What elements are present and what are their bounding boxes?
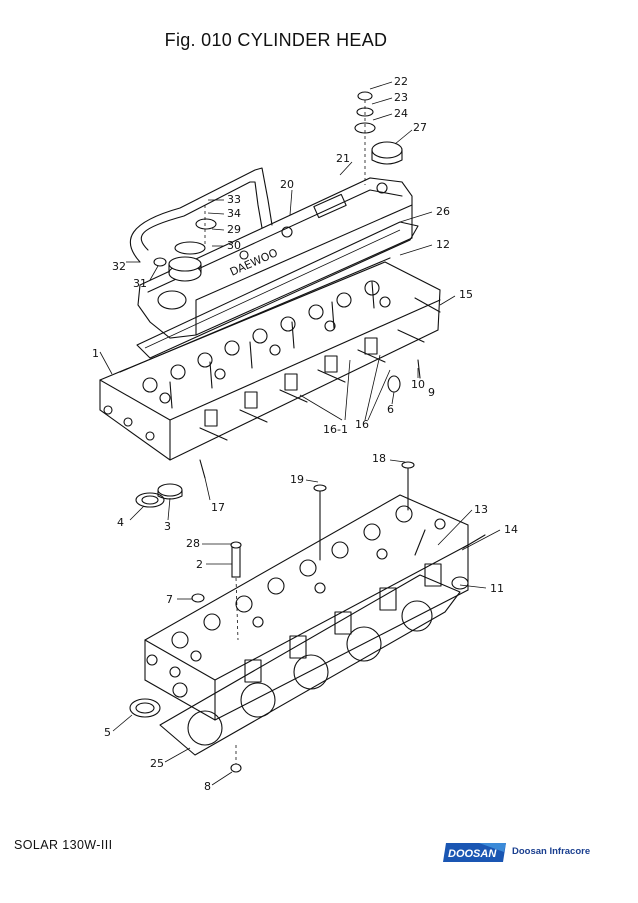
callout-numbers: 22 23 24 27 21 20 33 34 29 30 26 12 32 3… <box>92 75 518 793</box>
callout-6: 6 <box>387 403 394 416</box>
page-title: Fig. 010 CYLINDER HEAD <box>164 30 388 50</box>
cylinder-head-upper <box>99 257 441 508</box>
callout-13: 13 <box>474 503 488 516</box>
callout-27: 27 <box>413 121 427 134</box>
company-name: Doosan Infracore <box>512 846 591 857</box>
injector-studs <box>169 281 375 409</box>
callout-29: 29 <box>227 223 241 236</box>
logo-text: DOOSAN <box>448 848 497 860</box>
callout-30: 30 <box>227 239 241 252</box>
callout-31: 31 <box>133 277 147 290</box>
callout-24: 24 <box>394 107 408 120</box>
callout-4: 4 <box>117 516 124 529</box>
callout-26: 26 <box>436 205 450 218</box>
callout-16-1: 16-1 <box>323 423 348 436</box>
callout-9: 9 <box>428 386 435 399</box>
cylinder-head-gasket <box>159 574 461 773</box>
footer-model-name: SOLAR 130W-III <box>14 838 113 852</box>
callout-20: 20 <box>280 178 294 191</box>
callout-22: 22 <box>394 75 408 88</box>
callout-18: 18 <box>372 452 386 465</box>
rocker-cover-gasket <box>136 221 419 359</box>
callout-8: 8 <box>204 780 211 793</box>
callout-21: 21 <box>336 152 350 165</box>
cover-hardware <box>204 91 403 245</box>
callout-23: 23 <box>394 91 408 104</box>
callout-1: 1 <box>92 347 99 360</box>
callout-34: 34 <box>227 207 241 220</box>
callout-12: 12 <box>436 238 450 251</box>
exhaust-studs <box>199 297 441 441</box>
callout-19: 19 <box>290 473 304 486</box>
callout-32: 32 <box>112 260 126 273</box>
callout-7: 7 <box>166 593 173 606</box>
callout-16: 16 <box>355 418 369 431</box>
breather-hose <box>129 167 273 267</box>
callout-5: 5 <box>104 726 111 739</box>
callout-33: 33 <box>227 193 241 206</box>
callout-14: 14 <box>504 523 518 536</box>
callout-2: 2 <box>196 558 203 571</box>
callout-25: 25 <box>150 757 164 770</box>
cylinder-head-lower <box>129 461 486 721</box>
doosan-logo: DOOSAN <box>443 843 506 862</box>
rocker-cover: DAEWOO <box>137 177 413 339</box>
callout-17: 17 <box>211 501 225 514</box>
callout-15: 15 <box>459 288 473 301</box>
callout-28: 28 <box>186 537 200 550</box>
oil-filler-cap <box>168 218 217 282</box>
callout-3: 3 <box>164 520 171 533</box>
callout-10: 10 <box>411 378 425 391</box>
callout-11: 11 <box>490 582 504 595</box>
leader-lines <box>99 81 501 786</box>
